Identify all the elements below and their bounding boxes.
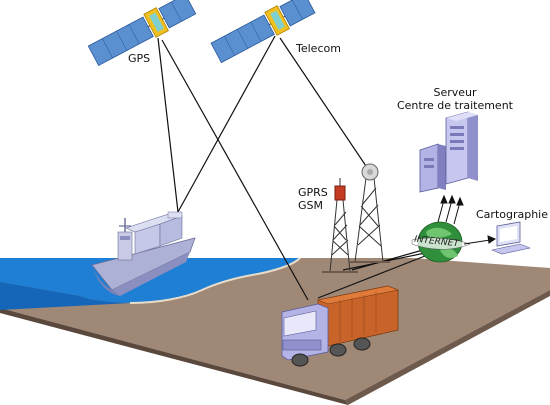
gprs-label: GPRS	[298, 186, 328, 199]
cargo-ship-icon	[91, 211, 196, 296]
satellite-icon	[210, 0, 316, 64]
server-label: Serveur Centre de traitement	[390, 86, 520, 112]
gps-label: GPS	[128, 52, 151, 65]
truck-icon	[281, 285, 400, 367]
server-label-line2: Centre de traitement	[396, 99, 513, 112]
gprs-gsm-label: GPRS GSM	[298, 186, 328, 212]
internet-globe-icon	[411, 221, 471, 263]
satellite-icon	[87, 0, 197, 67]
dish-antenna-icon	[350, 163, 390, 263]
signal-lines	[157, 35, 431, 301]
telecom-label: Telecom	[296, 42, 341, 55]
cartographie-label: Cartographie	[476, 208, 549, 221]
cartography-arrow	[463, 235, 497, 245]
server-icon	[419, 111, 478, 193]
gsm-label: GSM	[298, 199, 323, 212]
gsm-antenna-icon	[322, 178, 358, 273]
server-label-line1: Serveur	[433, 86, 477, 99]
computer-icon	[490, 221, 532, 255]
uplink-arrows	[437, 194, 464, 225]
